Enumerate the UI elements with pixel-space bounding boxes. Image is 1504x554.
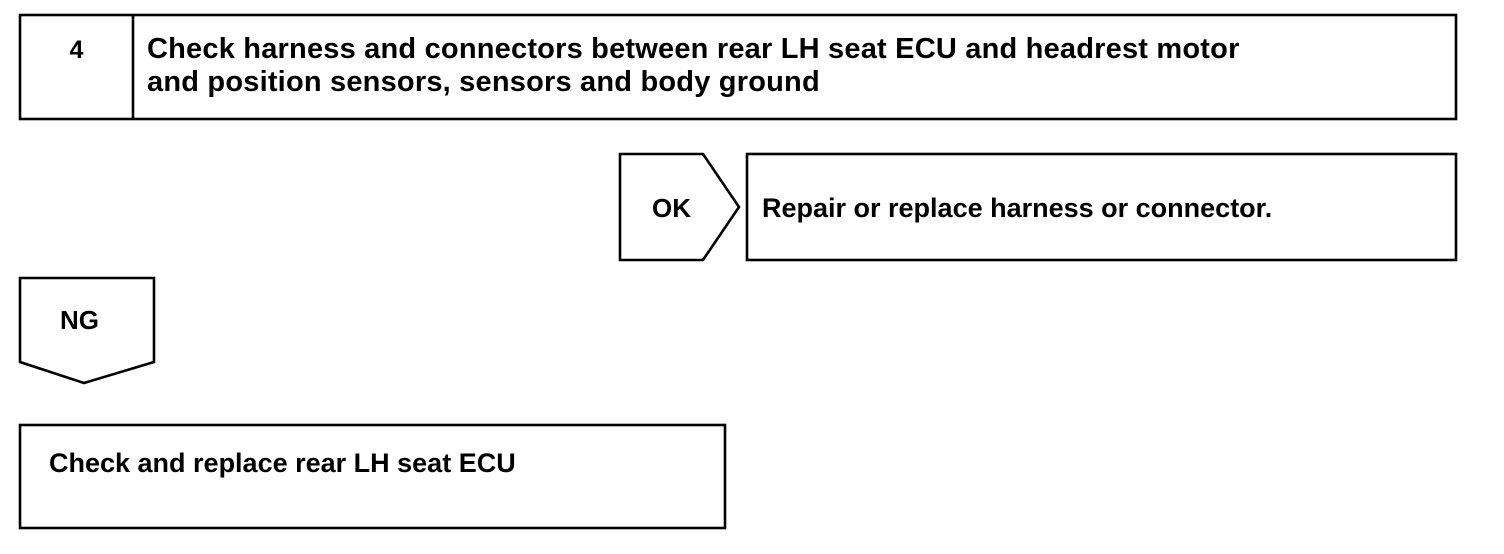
ng-action-text: Check and replace rear LH seat ECU bbox=[49, 448, 516, 478]
step-box bbox=[18, 13, 1458, 121]
ok-action-text: Repair or replace harness or connector. bbox=[762, 193, 1273, 223]
ok-arrow-tag bbox=[618, 152, 741, 262]
ok-label: OK bbox=[652, 193, 691, 223]
ok-action-box bbox=[745, 152, 1458, 262]
step-title-line-2: and position sensors, sensors and body g… bbox=[147, 66, 820, 98]
ng-arrow-tag bbox=[18, 276, 156, 385]
ng-action-box bbox=[18, 423, 727, 530]
step-title: Check harness and connectors between rea… bbox=[147, 33, 1240, 99]
ng-label: NG bbox=[60, 305, 99, 335]
step-number: 4 bbox=[69, 36, 84, 64]
step-title-line-1: Check harness and connectors between rea… bbox=[147, 33, 1240, 65]
